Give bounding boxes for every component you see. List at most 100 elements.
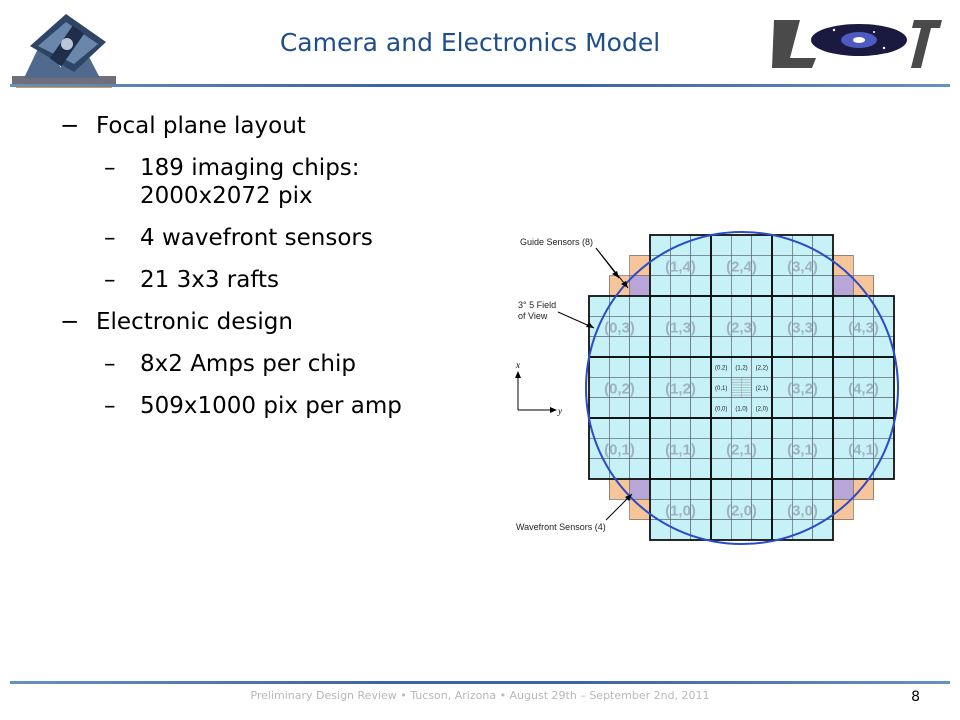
x-axis-label: x [515, 360, 520, 370]
raft-label: (3,1) [787, 442, 818, 459]
telescope-logo [4, 6, 122, 100]
fov-label-line2: of View [518, 311, 548, 321]
ccd-cell [812, 519, 834, 541]
ccd-cell [812, 417, 834, 439]
ccd-cell [690, 336, 712, 358]
ccd-cell [690, 478, 712, 500]
ccd-cell [751, 275, 773, 297]
ccd-cell [629, 458, 651, 480]
ccd-cell [771, 458, 793, 480]
ccd-label: (0,2) [715, 366, 727, 372]
bullet-marker: – [104, 155, 116, 181]
ccd-cell [873, 458, 895, 480]
ccd-cell [609, 397, 630, 419]
guide-sensor [853, 275, 874, 297]
y-axis-label: y [557, 406, 562, 416]
bullet-text-line: 2000x2072 pix [140, 183, 313, 209]
header-divider [10, 84, 950, 87]
raft-label: (1,0) [665, 503, 696, 520]
ccd-cell [832, 295, 854, 317]
bullet-text: 4 wavefront sensors [140, 225, 373, 251]
bullet-list: − Focal plane layout – 189 imaging chips… [60, 112, 460, 434]
ccd-cell [832, 397, 854, 419]
ccd-cell [670, 275, 691, 297]
ccd-cell [690, 275, 712, 297]
ccd-cell [670, 356, 691, 378]
ccd-cell [812, 336, 834, 358]
ccd-cell [629, 336, 651, 358]
wavefront-sensor [832, 478, 854, 500]
guide-sensors-label: Guide Sensors (8) [520, 237, 593, 247]
ccd-cell [588, 458, 610, 480]
raft-label: (1,3) [665, 320, 696, 337]
ccd-cell [792, 397, 813, 419]
ccd-cell [731, 234, 752, 256]
ccd-cell [649, 397, 671, 419]
ccd-cell [812, 458, 834, 480]
ccd-label: (0,0) [715, 406, 727, 412]
wavefront-arrowhead [625, 494, 632, 501]
wavefront-sensor [832, 275, 854, 297]
ccd-cell [649, 295, 671, 317]
ccd-cell [588, 295, 610, 317]
ccd-cell [771, 295, 793, 317]
ccd-label: (2,2) [756, 366, 768, 372]
ccd-cell [670, 478, 691, 500]
bullet-marker: − [60, 113, 80, 139]
ccd-cell [792, 417, 813, 439]
guide-sensor [629, 499, 651, 520]
raft-label: (3,3) [787, 320, 818, 337]
ccd-cell [853, 336, 874, 358]
bullet-marker: – [104, 351, 116, 377]
ccd-cell [792, 458, 813, 480]
raft-label: (0,1) [604, 442, 635, 459]
bullet-marker: – [104, 393, 116, 419]
ccd-cell [751, 458, 773, 480]
bullet-text: Focal plane layout [96, 113, 306, 139]
ccd-cell [710, 295, 732, 317]
ccd-cell [609, 336, 630, 358]
ccd-cell [812, 397, 834, 419]
ccd-cell [710, 417, 732, 439]
y-axis-arrowhead [550, 407, 557, 413]
raft-outline [771, 478, 834, 541]
ccd-cell [853, 417, 874, 439]
ccd-cell [751, 234, 773, 256]
ccd-cell [792, 336, 813, 358]
ccd-cell [771, 336, 793, 358]
ccd-cell [731, 275, 752, 297]
ccd-cell [649, 458, 671, 480]
ccd-cell [710, 336, 732, 358]
slide-title: Camera and Electronics Model [279, 28, 661, 57]
fov-label-line1: 3° 5 Field [518, 300, 556, 310]
fov-arrowhead [586, 322, 594, 328]
ccd-cell [710, 519, 732, 541]
ccd-cell [649, 234, 671, 256]
ccd-cell [649, 478, 671, 500]
guide-arrow-2 [595, 247, 629, 289]
raft-label: (3,0) [787, 503, 818, 520]
ccd-cell [629, 356, 651, 378]
focal-plane-figure: (1,4)(2,4)(3,4)(0,3)(1,3)(2,3)(3,3)(4,3)… [508, 228, 928, 552]
lsst-logo [764, 10, 944, 76]
raft-label: (0,3) [604, 320, 635, 337]
ccd-cell [588, 397, 610, 419]
bullet-text: Electronic design [96, 309, 293, 335]
ccd-cell [710, 478, 732, 500]
ccd-cell [812, 275, 834, 297]
ccd-cell [670, 458, 691, 480]
ccd-cell [710, 234, 732, 256]
ccd-cell [771, 417, 793, 439]
x-axis-arrowhead [515, 371, 521, 378]
ccd-cell [812, 356, 834, 378]
ccd-cell [792, 356, 813, 378]
ccd-cell [812, 234, 834, 256]
ccd-cell [771, 356, 793, 378]
raft-label: (4,3) [848, 320, 879, 337]
ccd-cell [873, 356, 895, 378]
ccd-cell [873, 397, 895, 419]
ccd-cell [670, 336, 691, 358]
ccd-cell [670, 295, 691, 317]
bullet-electronic-design: − Electronic design [60, 308, 460, 336]
ccd-cell [690, 417, 712, 439]
